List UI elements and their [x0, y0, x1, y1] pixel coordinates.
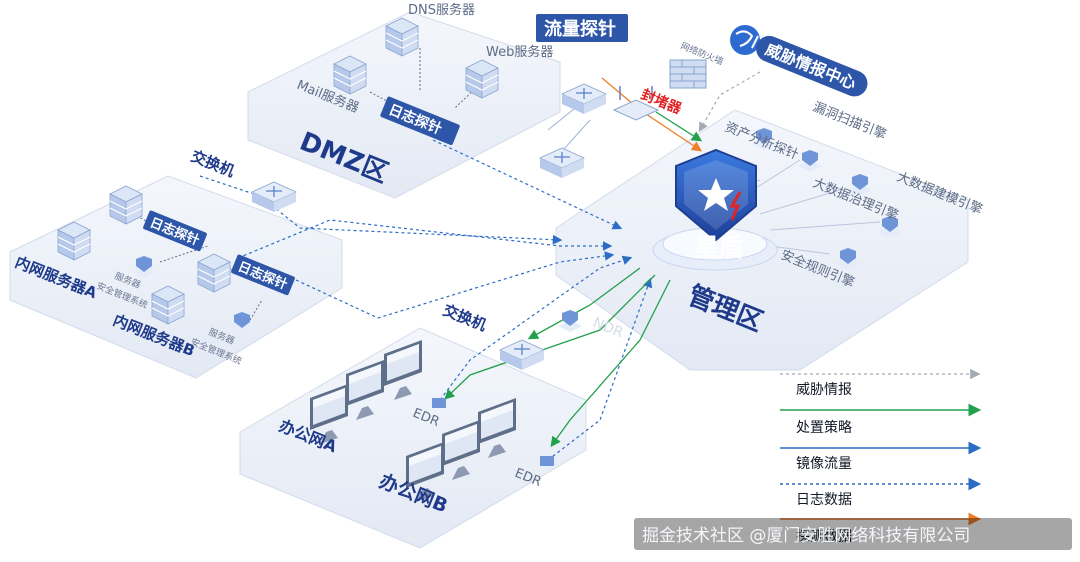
dns-server-label: DNS服务器	[408, 2, 475, 18]
core-label: 星盾	[694, 233, 744, 262]
watermark-text: 掘金技术社区 @厦门安胜网络科技有限公司	[642, 526, 970, 546]
legend-label-1: 处置策略	[796, 419, 852, 436]
dns-server-icon	[385, 17, 419, 57]
router-icon	[612, 86, 660, 121]
globe-icon	[730, 25, 760, 55]
intranet-switch-label: 交换机	[189, 147, 237, 181]
svg-text:流量探针: 流量探针	[544, 18, 616, 40]
intranet-server-3-icon	[197, 253, 231, 293]
edr-b-icon	[540, 456, 554, 466]
threat-center-tag: 威胁情报中心	[756, 35, 868, 97]
legend-label-0: 威胁情报	[796, 382, 852, 398]
intranet-server-2-icon	[57, 221, 91, 261]
legend: 威胁情报 处置策略 镜像流量 日志数据 探测数据	[780, 368, 982, 545]
flow-probe-icon	[561, 83, 607, 115]
intranet-server-1-icon	[109, 185, 143, 225]
intranet-server-4-icon	[151, 285, 185, 325]
web-server-icon	[465, 59, 499, 99]
flow-probe-tag: 流量探针	[536, 14, 628, 42]
office-switch-label: 交换机	[441, 301, 489, 335]
firewall-icon	[669, 59, 707, 89]
legend-label-4: 探测数据	[796, 529, 852, 545]
dmz-switch-icon	[539, 147, 585, 179]
legend-label-3: 日志数据	[796, 492, 852, 508]
intranet-switch-icon	[251, 181, 297, 213]
intranet-platform	[9, 175, 343, 379]
shield-icon	[675, 148, 757, 242]
edr-a-icon	[432, 398, 446, 408]
mail-server-icon	[333, 55, 367, 95]
legend-label-2: 镜像流量	[796, 456, 852, 472]
office-platform	[239, 327, 587, 549]
watermark: 掘金技术社区 @厦门安胜网络科技有限公司	[634, 518, 1072, 550]
web-server-label: Web服务器	[486, 44, 553, 60]
vuln-scan-label: 漏洞扫描引擎	[811, 99, 889, 143]
